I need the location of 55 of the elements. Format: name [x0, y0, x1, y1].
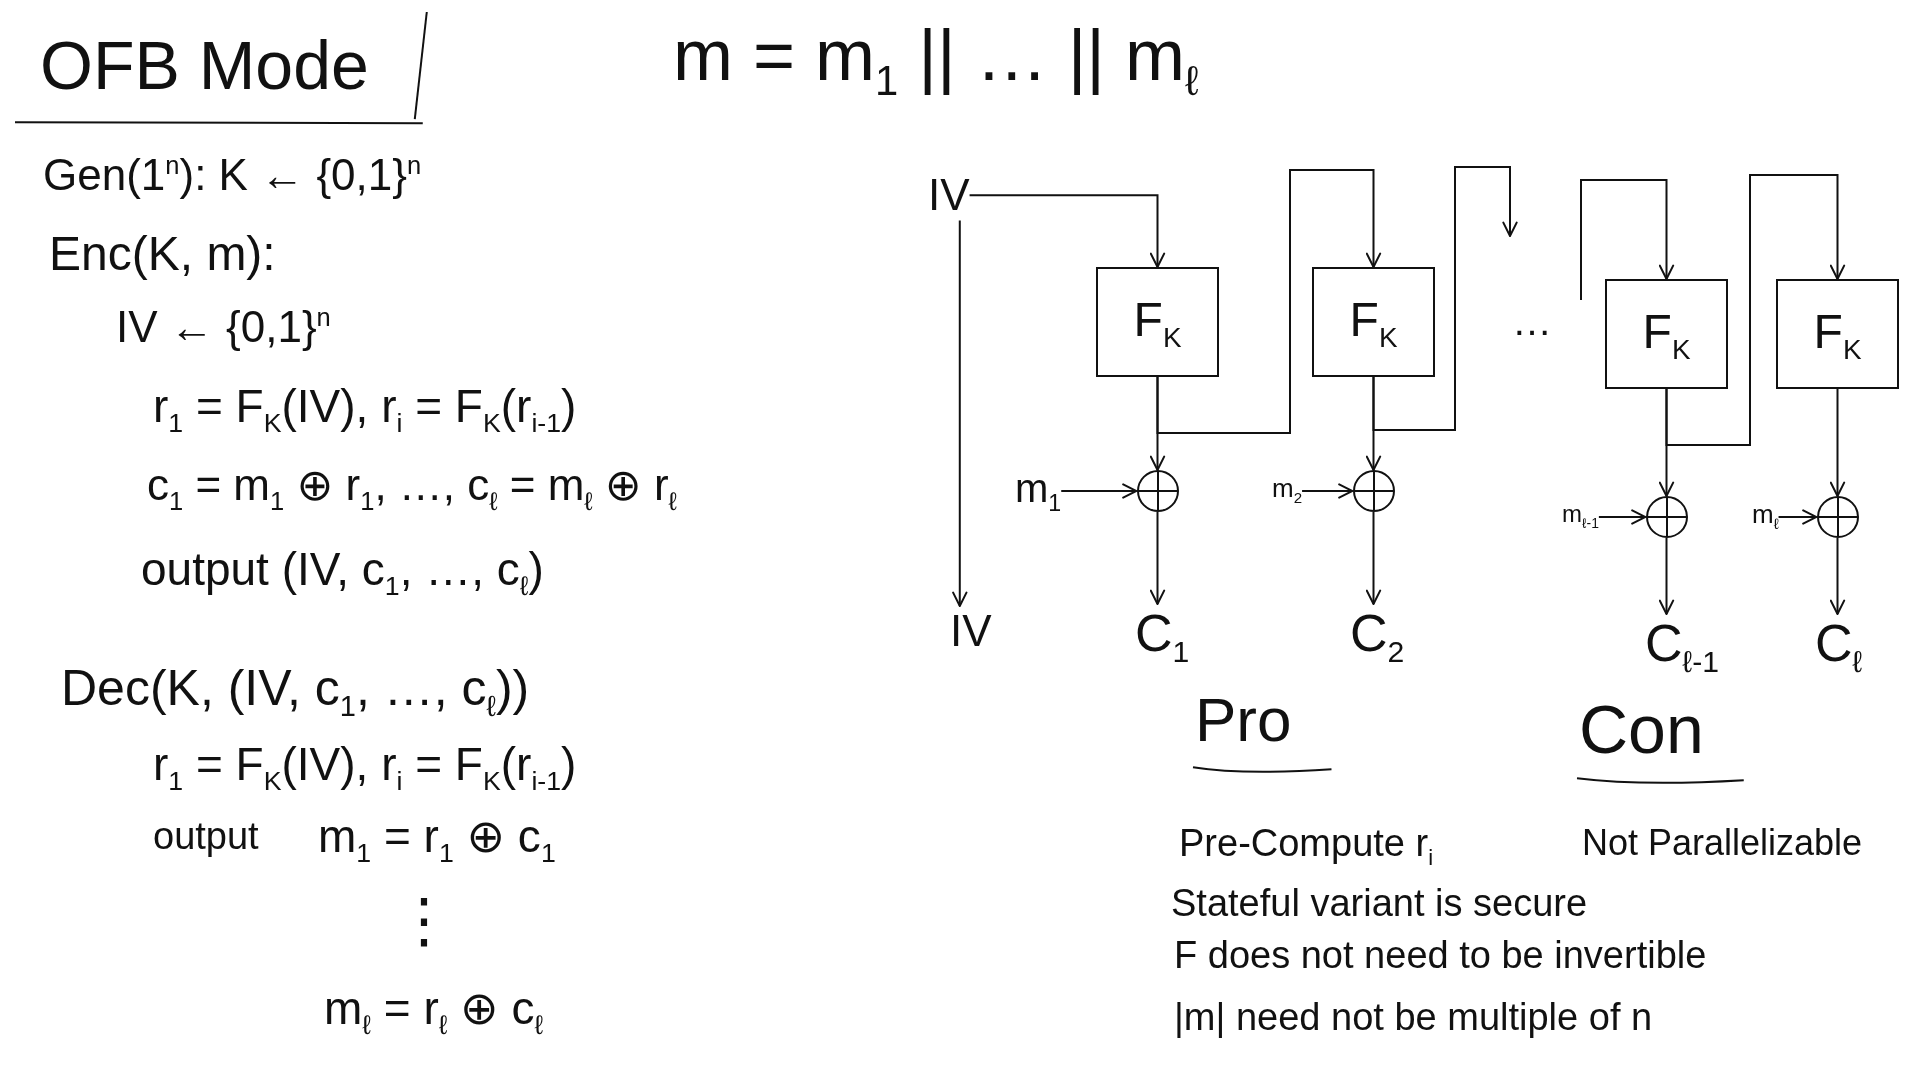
ciphertext-label: C$_{ℓ}$ — [1815, 614, 1863, 674]
message-label: m$_{ℓ-1}$ — [1562, 500, 1599, 528]
arrow — [1060, 483, 1138, 499]
title: OFB Mode — [40, 26, 369, 105]
arrow — [1149, 511, 1166, 605]
arrow — [952, 219, 968, 607]
ciphertext-label: C$_{1}$ — [1135, 604, 1190, 664]
formula-text: m = m$_{1}$ || … || m$_{ℓ}$ — [673, 14, 1199, 97]
formula-text: m$_{ℓ}$ = r$_{ℓ}$ ⊕ c$_{ℓ}$ — [324, 982, 544, 1035]
column-heading: Con — [1579, 690, 1704, 769]
formula-text: r$_{1}$ = F$_{K}$(IV), r$_{i}$ = F$_{K}$(r$_{i-1}$) — [153, 380, 577, 433]
formula-text: m$_{1}$ = r$_{1}$ ⊕ c$_{1}$ — [318, 810, 556, 863]
message-label: m$_{1}$ — [1015, 465, 1062, 511]
function-box: F$_{K}$ — [1096, 267, 1219, 377]
xor-symbol — [1816, 496, 1859, 538]
xor-symbol — [1352, 470, 1395, 512]
xor-symbol — [1645, 496, 1688, 538]
arrow — [1156, 169, 1382, 434]
message-label: m$_{2}$ — [1272, 474, 1303, 504]
vertical-ellipsis: ⋮ — [394, 886, 454, 955]
arrow — [1597, 509, 1647, 525]
arrow — [1365, 511, 1382, 605]
arrow — [1665, 174, 1846, 446]
ciphertext-label: C$_{2}$ — [1350, 604, 1405, 664]
input-label: IV — [928, 170, 970, 221]
message-label: m$_{ℓ}$ — [1752, 500, 1779, 530]
list-item-text: F does not need to be invertible — [1174, 934, 1707, 978]
arrow — [1372, 166, 1518, 431]
ellipsis-text: … — [1512, 298, 1552, 344]
formula-text: IV ← {0,1}$^{n}$ — [116, 302, 331, 353]
function-box: F$_{K}$ — [1776, 279, 1899, 389]
list-item-text: Stateful variant is secure — [1171, 882, 1588, 926]
arrow — [968, 194, 1166, 268]
formula-text: Gen(1$^{n}$): K ← {0,1}$^{n}$ — [43, 150, 422, 201]
arrow — [1301, 483, 1354, 499]
formula-text: Enc(K, m): — [49, 226, 276, 282]
function-box: F$_{K}$ — [1605, 279, 1728, 389]
function-box: F$_{K}$ — [1312, 267, 1435, 377]
formula-text: r$_{1}$ = F$_{K}$(IV), r$_{i}$ = F$_{K}$(r$_{i-1}$) — [153, 738, 577, 791]
output-label: IV — [950, 606, 992, 657]
formula-text: output — [153, 815, 259, 859]
formula-text: Dec(K, (IV, c$_{1}$, …, c$_{ℓ}$)) — [61, 660, 530, 718]
arrow — [1580, 179, 1675, 301]
formula-text: output (IV, c$_{1}$, …, c$_{ℓ}$) — [141, 543, 544, 596]
arrow — [1829, 537, 1846, 615]
arrow — [1658, 537, 1675, 615]
list-item-text: |m| need not be multiple of n — [1174, 996, 1653, 1040]
arrow — [1777, 509, 1818, 525]
arrow — [1829, 388, 1846, 497]
list-item-text: Pre-Compute r$_{i}$ — [1179, 822, 1434, 866]
xor-symbol — [1136, 470, 1179, 512]
formula-text: c$_{1}$ = m$_{1}$ ⊕ r$_{1}$, …, c$_{ℓ}$ = m$_{ℓ}$ ⊕ r$_{ℓ}$ — [147, 460, 677, 511]
ciphertext-label: C$_{ℓ-1}$ — [1645, 614, 1720, 674]
column-heading: Pro — [1195, 684, 1292, 756]
list-item-text: Not Parallelizable — [1582, 822, 1863, 864]
